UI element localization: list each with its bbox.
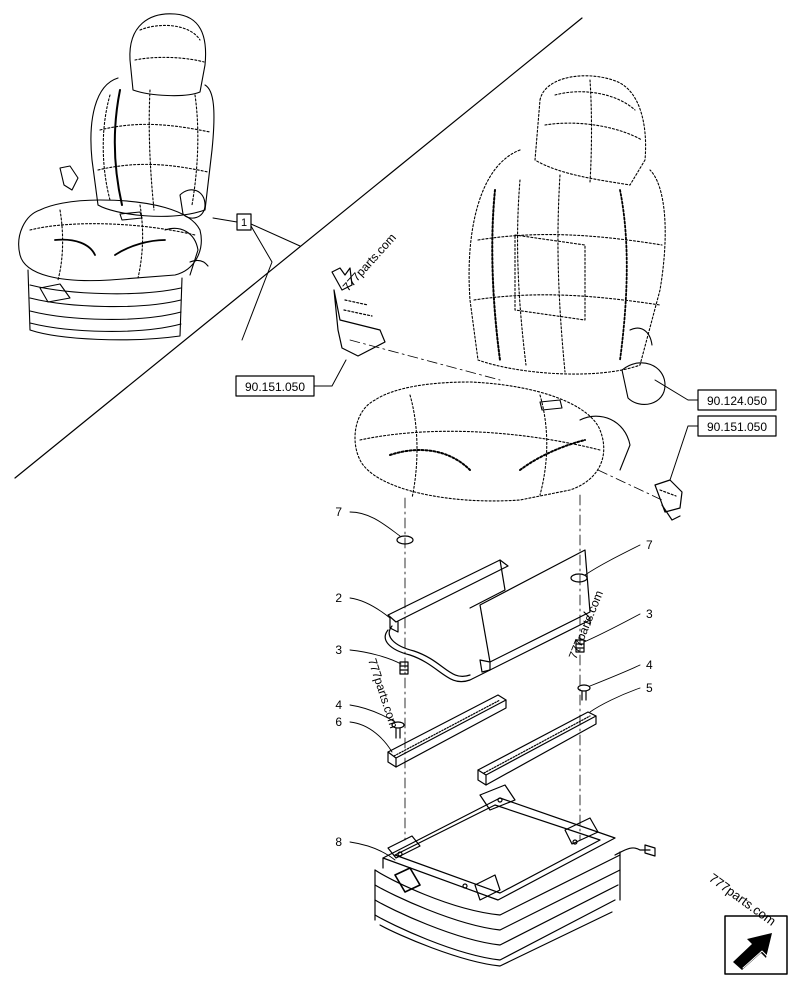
- centerline: [349, 339, 501, 381]
- screw-left: [399, 661, 409, 675]
- bolt-left: [391, 721, 405, 739]
- ref-leader-line: [212, 217, 238, 223]
- bolt-right: [577, 684, 591, 701]
- ref-leader-line: [241, 225, 273, 341]
- svg-text:1: 1: [241, 217, 247, 229]
- ref-leader-line: [669, 425, 699, 481]
- callout-slide-left: 6: [335, 715, 342, 729]
- callout-rail-left: 2: [335, 591, 342, 605]
- ref-box-seat[interactable]: 90.124.050: [697, 389, 777, 411]
- callout-bolt-right: 4: [646, 658, 653, 672]
- next-arrow-icon[interactable]: [724, 915, 788, 975]
- ref-leader-line: [654, 379, 699, 401]
- ref-leader-line: [250, 223, 301, 247]
- main-seat-image: [354, 75, 666, 502]
- seat-belt-right-image: [654, 479, 683, 521]
- callout-screw-left: 3: [335, 643, 342, 657]
- washer-left: [396, 535, 414, 545]
- watermark-upper: 777parts.com: [340, 231, 399, 294]
- slide-rail-right: [477, 711, 597, 786]
- svg-text:90.151.050: 90.151.050: [245, 380, 305, 394]
- seat-belt-left-image: [331, 267, 386, 357]
- svg-text:90.151.050: 90.151.050: [707, 420, 767, 434]
- screw-right: [575, 639, 585, 653]
- separator-line: [14, 17, 583, 479]
- callout-suspension: 8: [335, 835, 342, 849]
- callout-bolt-left: 4: [335, 698, 342, 712]
- callout-screw-right: 3: [646, 607, 653, 621]
- callout-washer-left: 7: [335, 505, 342, 519]
- suspension-base-image: [374, 784, 656, 967]
- ref-leader-line: [313, 359, 347, 387]
- callout-slide-right: 5: [646, 681, 653, 695]
- overview-seat-image: [18, 13, 215, 341]
- callout-leaders: [349, 511, 641, 861]
- svg-text:90.124.050: 90.124.050: [707, 394, 767, 408]
- watermark-right: 777parts.com: [566, 588, 606, 661]
- callout-labels: 7 7 2 3 3 4 4 6 5 8: [335, 505, 653, 849]
- ref-box-seat-assembly[interactable]: 1: [236, 213, 252, 231]
- centerline: [597, 469, 663, 501]
- ref-box-belt-left[interactable]: 90.151.050: [235, 375, 315, 397]
- seat-rail-image: [384, 549, 591, 683]
- callout-washer-right: 7: [646, 538, 653, 552]
- ref-box-belt-right[interactable]: 90.151.050: [697, 415, 777, 437]
- watermark-middle: 777parts.com: [365, 657, 401, 730]
- slide-rail-left: [387, 694, 507, 768]
